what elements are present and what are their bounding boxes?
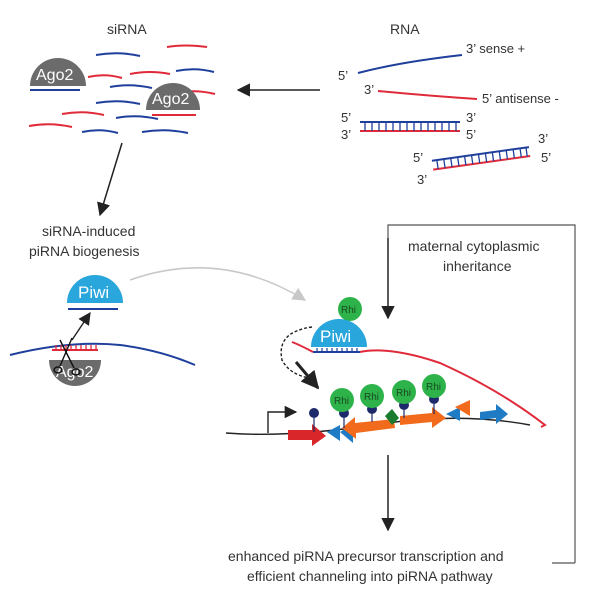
three-prime-label: 3’ (538, 131, 548, 146)
sirna-induced-label: siRNA-induced (42, 223, 135, 239)
rhi-label: Rhi (396, 388, 411, 399)
nascent-transcript-tail (291, 341, 314, 353)
rhi-bound-locus: Rhi Rhi Rhi Rhi (309, 374, 446, 432)
rna-title: RNA (390, 21, 420, 37)
ago2-protein: Ago2 (146, 83, 200, 116)
piwi-protein: Piwi (311, 319, 367, 353)
biogenesis-arrow (97, 142, 123, 217)
dsrna-duplex (360, 121, 460, 132)
recruitment-arrow (294, 361, 320, 390)
rhi-label: Rhi (364, 392, 379, 403)
ago2-label: Ago2 (36, 67, 73, 84)
sense-label: 3’ sense + (466, 41, 525, 56)
three-prime-label: 3’ (466, 110, 476, 125)
three-prime-label: 3’ (364, 82, 374, 97)
target-transcript (9, 342, 196, 366)
sirna-fragments (28, 44, 216, 134)
three-prime-label: 3’ (341, 127, 351, 142)
piwi-label: Piwi (320, 327, 351, 346)
guide-duplex (52, 345, 98, 351)
ago2-label: Ago2 (152, 91, 189, 108)
rhi-label: Rhi (334, 396, 349, 407)
piwi-protein: Piwi (67, 275, 123, 310)
recruitment-arc (280, 326, 313, 379)
five-prime-label: 5’ (466, 127, 476, 142)
sirna-title: siRNA (107, 21, 147, 37)
five-prime-label: 5’ (341, 110, 351, 125)
rhi-label: Rhi (426, 382, 441, 393)
transfer-arrow (129, 267, 307, 301)
rhi-label: Rhi (341, 305, 356, 316)
rna-single-strands (357, 54, 478, 100)
ago2-label: Ago2 (56, 364, 93, 381)
rhi-protein: Rhi (338, 297, 362, 321)
promoter-arrow (267, 405, 298, 433)
five-prime-label: 5’ (541, 150, 551, 165)
dsrna-duplex (431, 146, 531, 171)
ago2-protein: Ago2 (49, 360, 101, 386)
piwi-label: Piwi (78, 283, 109, 302)
three-prime-label: 3’ (417, 172, 427, 187)
maternal-bracket (387, 224, 576, 563)
maternal-label: maternal cytoplasmic (408, 238, 540, 254)
ago2-protein: Ago2 (30, 58, 86, 91)
nascent-transcript (359, 349, 547, 428)
inheritance-label: inheritance (443, 258, 512, 274)
scissors-icon (53, 337, 81, 376)
cleavage-arrow (71, 311, 91, 341)
efficient-channeling-label: efficient channeling into piRNA pathway (247, 568, 493, 584)
transposon-arrows (288, 400, 508, 446)
antisense-label: 5’ antisense - (482, 91, 559, 106)
enhanced-transcription-label: enhanced piRNA precursor transcription a… (228, 548, 504, 564)
pirna-biogenesis-label: piRNA biogenesis (29, 243, 140, 259)
five-prime-label: 5’ (338, 68, 348, 83)
five-prime-label: 5’ (413, 150, 423, 165)
